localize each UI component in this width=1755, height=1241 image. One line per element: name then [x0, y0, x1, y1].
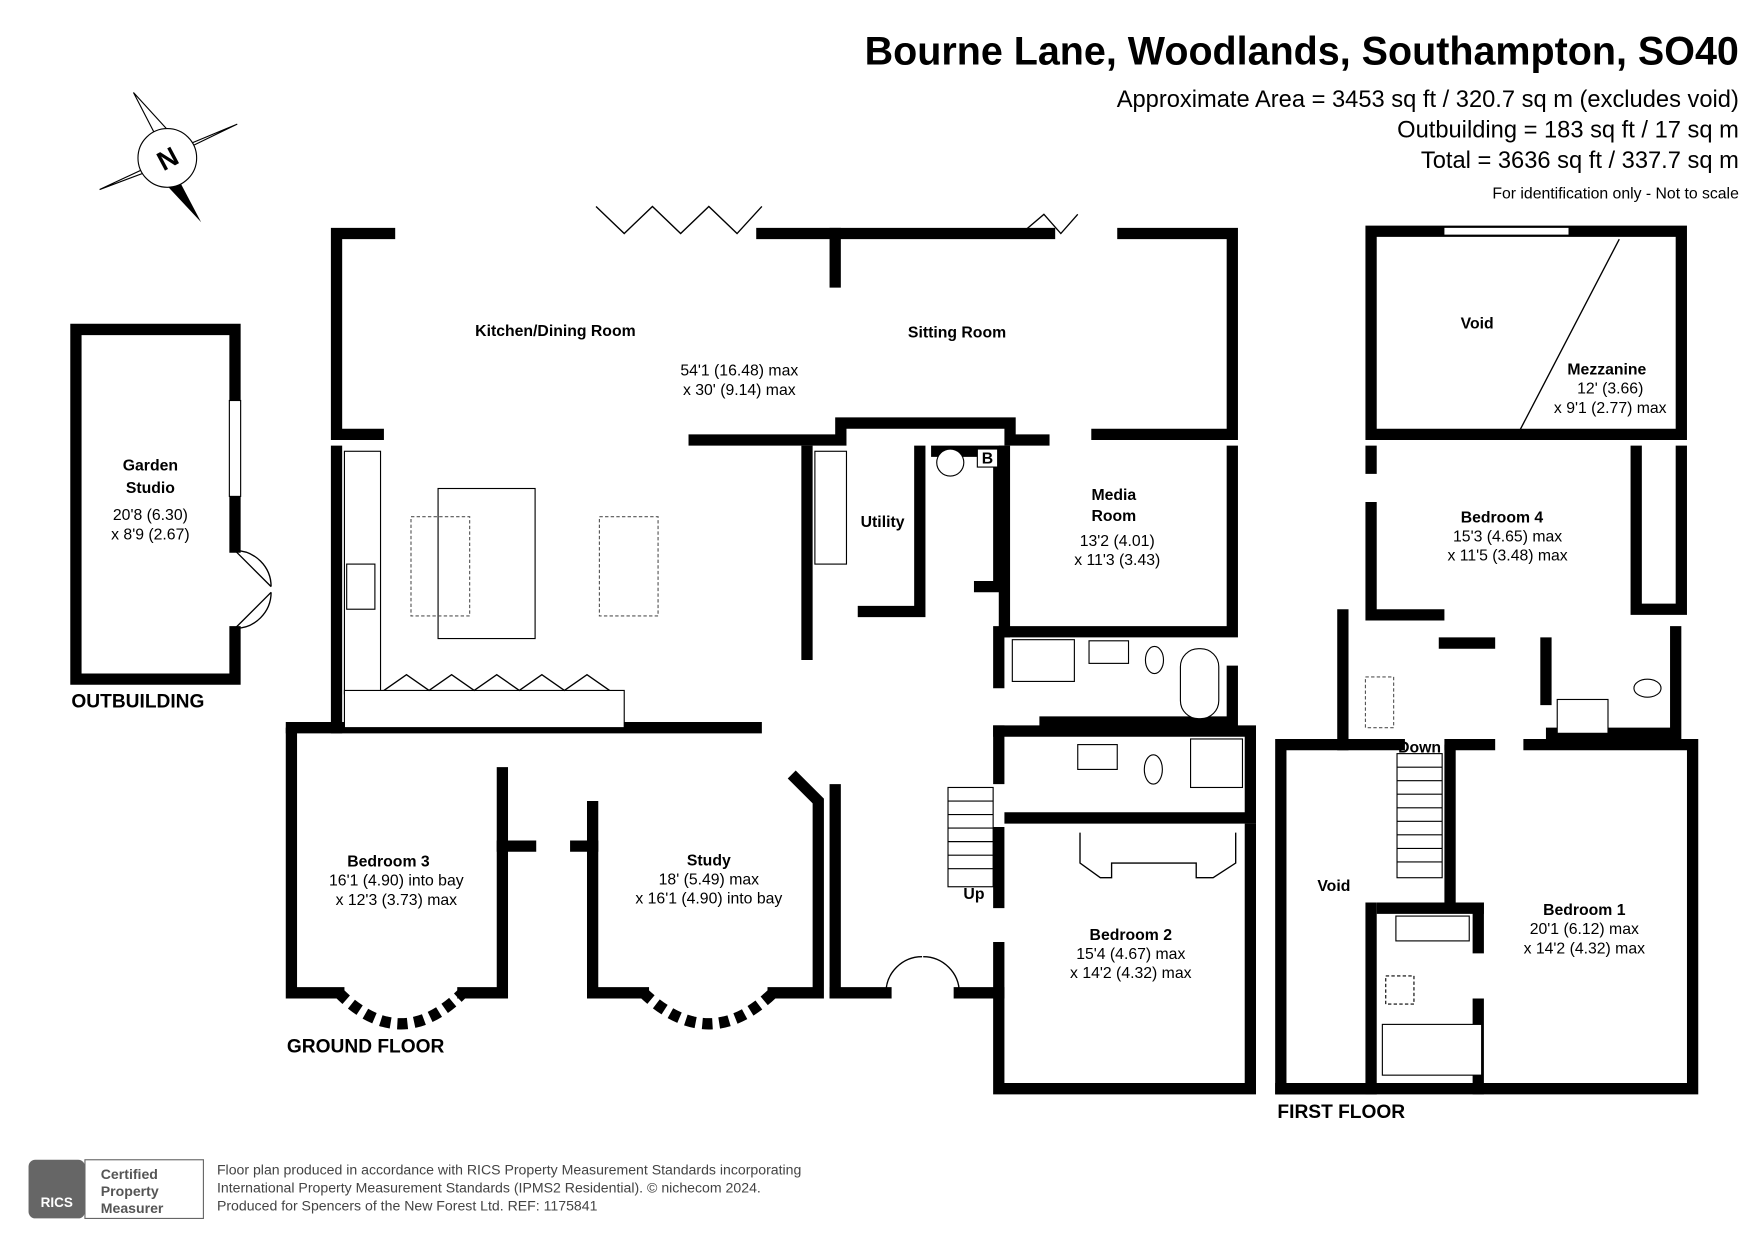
- room-dimension: 15'3 (4.65) max: [1453, 529, 1562, 546]
- room-name: Bedroom 2: [1090, 927, 1173, 944]
- rics-badge: RICS Certified Property Measurer: [28, 1159, 204, 1220]
- area-line: Outbuilding = 183 sq ft / 17 sq m: [1397, 118, 1739, 144]
- room-name: Void: [1461, 315, 1494, 332]
- room-name: Bedroom 3: [347, 853, 430, 870]
- compass-icon: N: [99, 92, 238, 223]
- stairs-label: Down: [1398, 739, 1441, 756]
- room-dimension: 20'8 (6.30): [113, 507, 188, 524]
- room-dimension: x 12'3 (3.73) max: [336, 892, 458, 909]
- ground-floor-plan: B Kitchen/Dining Room Sitting Room 54'1 …: [285, 205, 1257, 1095]
- area-line: Total = 3636 sq ft / 337.7 sq m: [1421, 148, 1739, 174]
- room-dimension: 54'1 (16.48) max: [680, 363, 798, 380]
- footer-line: Produced for Spencers of the New Forest …: [217, 1198, 598, 1214]
- scale-note: For identification only - Not to scale: [1492, 186, 1739, 203]
- room-dimension: x 16'1 (4.90) into bay: [635, 891, 782, 908]
- badge-text: Measurer: [101, 1200, 164, 1216]
- room-name: Void: [1317, 878, 1350, 895]
- room-dimension: x 14'2 (4.32) max: [1524, 940, 1646, 957]
- room-dimension: x 30' (9.14) max: [683, 382, 796, 399]
- room-dimension: 12' (3.66): [1577, 381, 1643, 398]
- room-dimension: 15'4 (4.67) max: [1076, 946, 1185, 963]
- room-name: Media: [1091, 487, 1136, 504]
- room-name: Sitting Room: [908, 324, 1006, 341]
- room-name: Kitchen/Dining Room: [475, 323, 635, 340]
- stairs-label: Up: [963, 886, 984, 903]
- room-dimension: 18' (5.49) max: [659, 871, 759, 888]
- room-dimension: 20'1 (6.12) max: [1530, 921, 1639, 938]
- room-dimension: 13'2 (4.01): [1080, 533, 1155, 550]
- floor-label-outbuilding: OUTBUILDING: [71, 691, 204, 712]
- floor-label-ground: GROUND FLOOR: [287, 1037, 445, 1058]
- badge-text: Certified: [101, 1166, 158, 1182]
- room-dimension: x 11'5 (3.48) max: [1447, 548, 1567, 565]
- area-line: Approximate Area = 3453 sq ft / 320.7 sq…: [1117, 87, 1739, 113]
- footer-line: Floor plan produced in accordance with R…: [217, 1161, 801, 1177]
- footer-line: International Property Measurement Stand…: [217, 1179, 761, 1195]
- first-floor-plan: Void Mezzanine 12' (3.66) x 9'1 (2.77) m…: [1275, 225, 1699, 1123]
- room-name: Bedroom 1: [1543, 902, 1626, 919]
- rics-logo: RICS: [41, 1195, 73, 1210]
- floor-label-first: FIRST FLOOR: [1277, 1102, 1405, 1123]
- room-dimension: x 11'3 (3.43): [1074, 552, 1160, 569]
- boiler-label: B: [982, 451, 993, 468]
- badge-text: Property: [101, 1183, 159, 1199]
- room-name: Garden: [123, 457, 178, 474]
- page-title: Bourne Lane, Woodlands, Southampton, SO4…: [865, 29, 1739, 73]
- room-name: Mezzanine: [1567, 362, 1646, 379]
- room-dimension: x 14'2 (4.32) max: [1070, 965, 1192, 982]
- room-name: Study: [687, 852, 731, 869]
- room-dimension: 16'1 (4.90) into bay: [329, 873, 464, 890]
- outbuilding-plan: Garden Studio 20'8 (6.30) x 8'9 (2.67) O…: [70, 323, 272, 712]
- room-name: Bedroom 4: [1461, 509, 1544, 526]
- room-dimension: x 9'1 (2.77) max: [1554, 400, 1667, 417]
- room-name: Room: [1091, 508, 1136, 525]
- room-name: Studio: [126, 480, 175, 497]
- room-name: Utility: [861, 514, 905, 531]
- room-dimension: x 8'9 (2.67): [111, 526, 189, 543]
